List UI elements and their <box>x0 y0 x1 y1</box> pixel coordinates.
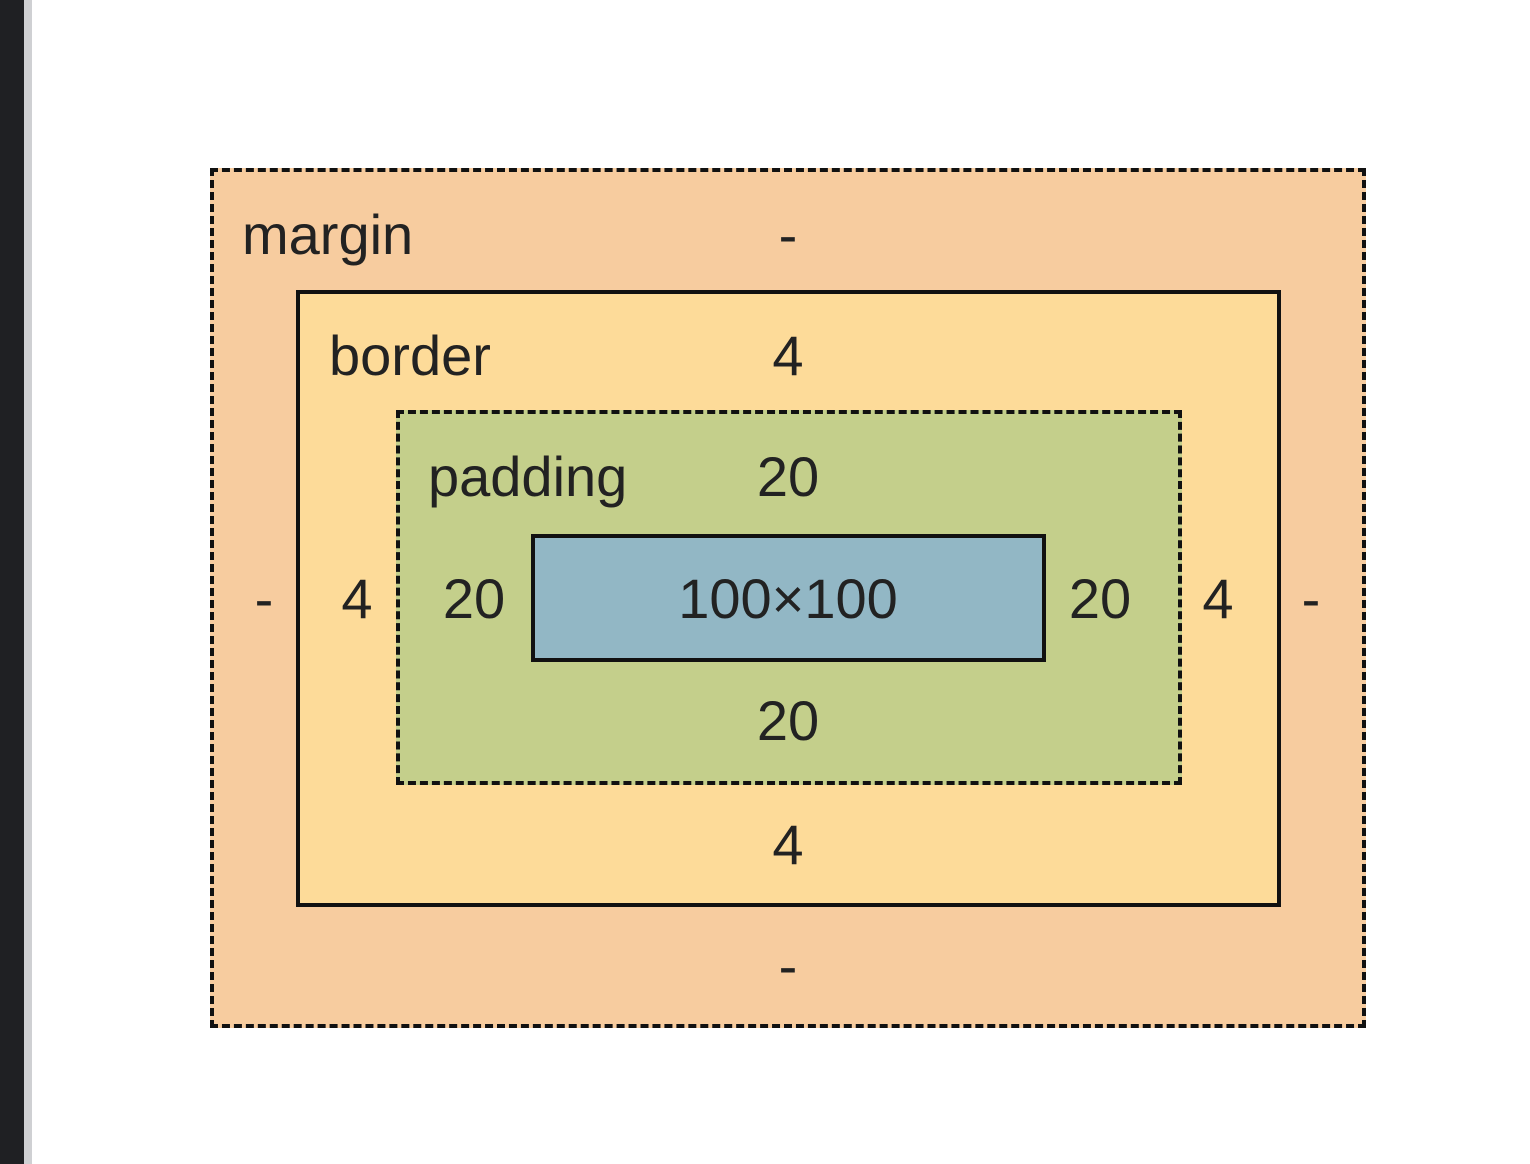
border-bottom-value[interactable]: 4 <box>772 813 804 876</box>
margin-bottom-value[interactable]: - <box>778 934 798 997</box>
content-size-value[interactable]: 100×100 <box>678 567 898 630</box>
padding-label: padding <box>428 445 628 508</box>
margin-right-value[interactable]: - <box>1301 567 1321 630</box>
padding-left-value[interactable]: 20 <box>442 567 506 630</box>
padding-top-value[interactable]: 20 <box>756 445 820 508</box>
margin-top-value[interactable]: - <box>778 203 798 266</box>
margin-label: margin <box>242 203 414 266</box>
left-panel-divider <box>24 0 32 1164</box>
border-label: border <box>329 324 491 387</box>
left-dark-panel-edge <box>0 0 24 1164</box>
content-box <box>531 534 1046 662</box>
padding-bottom-value[interactable]: 20 <box>756 689 820 752</box>
border-right-value[interactable]: 4 <box>1202 567 1234 630</box>
margin-left-value[interactable]: - <box>254 567 274 630</box>
padding-right-value[interactable]: 20 <box>1068 567 1132 630</box>
border-top-value[interactable]: 4 <box>772 324 804 387</box>
border-left-value[interactable]: 4 <box>341 567 373 630</box>
